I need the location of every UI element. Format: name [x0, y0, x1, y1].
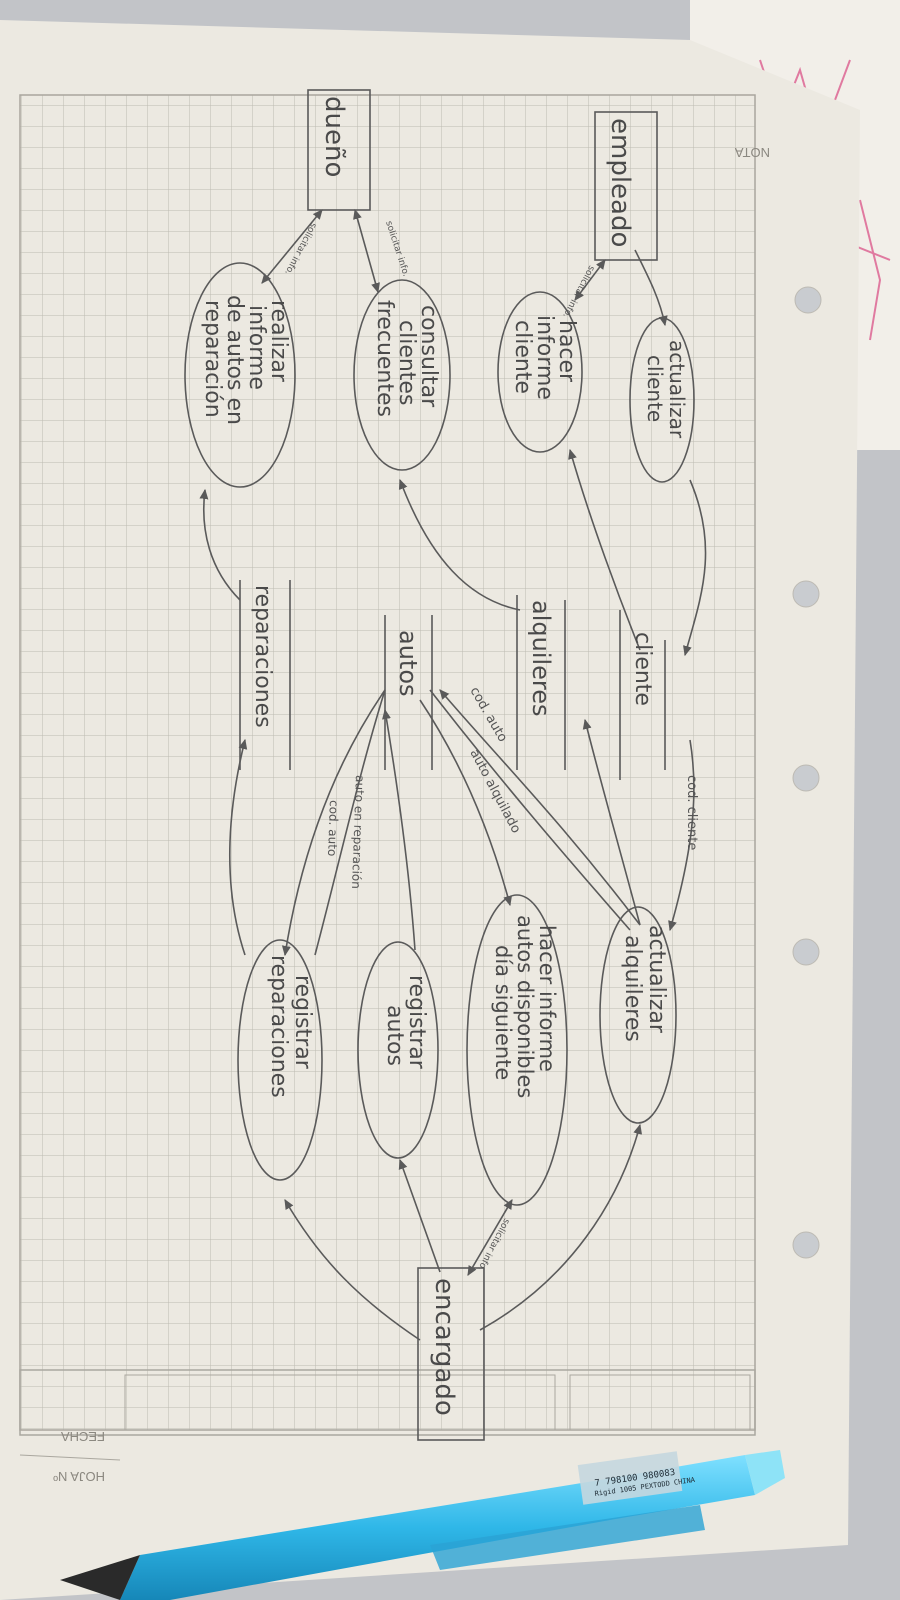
entity-encargado-label: encargado: [429, 1278, 459, 1416]
process-registrar-rep-line2: reparaciones: [266, 955, 291, 1098]
process-actualizar-cliente: [629, 317, 695, 483]
flow-label-cod-auto-2: cod. auto: [325, 800, 341, 857]
flow-label-auto-en-reparacion: auto en reparación: [349, 775, 367, 889]
flow-cod-auto: [439, 689, 641, 926]
process-informe-autos-line2: autos disponibles: [513, 915, 537, 1098]
store-alquileres-label: alquileres: [527, 600, 555, 717]
punch-holes: [792, 286, 822, 1259]
process-hacer-informe-line2: informe: [532, 315, 557, 400]
process-act-alquileres-line2: alquileres: [620, 935, 645, 1042]
store-autos: [384, 615, 433, 770]
process-registrar-rep-line1: registrar: [290, 975, 315, 1070]
entity-dueno-label: dueño: [319, 96, 349, 177]
flow-cod-auto-2: [281, 689, 386, 957]
sheet-hoja-label: HOJA Nº: [53, 1469, 105, 1484]
process-hacer-informe-line3: cliente: [510, 320, 535, 394]
flow-dueno-realizar: [261, 209, 323, 284]
process-realizar-informe: [184, 262, 296, 488]
entity-empleado-label: empleado: [605, 118, 635, 247]
store-reparaciones: [239, 580, 291, 770]
flow-auto-en-reparacion: [314, 689, 386, 956]
process-hacer-informe-cliente: [497, 291, 583, 453]
flow-actualizar-cliente-store: [683, 479, 707, 657]
flow-encargado-registrar-rep: [284, 1199, 421, 1341]
store-autos-label: autos: [394, 630, 422, 697]
blue-pen: 7 798100 980083 Rigid 1005 PEXTODD CHINA: [60, 1450, 785, 1600]
flow-reparaciones-realizar: [199, 488, 241, 601]
sheet-fecha-label: FECHA: [61, 1429, 105, 1444]
process-informe-autos-line1: hacer informe: [535, 925, 559, 1072]
store-reparaciones-label: reparaciones: [250, 585, 275, 728]
data-flow-diagram: [184, 89, 707, 1441]
process-consultar-line1: consultar: [416, 305, 441, 408]
process-hacer-informe-line1: hacer: [554, 320, 579, 383]
flow-label-cod-cliente: cod. cliente: [684, 775, 699, 850]
store-cliente: [619, 610, 666, 780]
sheet-nota-label: NOTA: [735, 145, 770, 160]
paper-sheet: [0, 20, 860, 1600]
entity-dueno: [307, 89, 371, 211]
store-cliente-label: cliente: [630, 632, 655, 706]
process-registrar-autos: [357, 941, 439, 1159]
entity-empleado: [594, 111, 658, 261]
store-alquileres: [516, 595, 566, 770]
process-hacer-informe-autos: [466, 894, 568, 1206]
flow-alquileres-consultar: [398, 478, 521, 611]
flow-store-hacer-informe: [568, 448, 641, 651]
flow-auto-alquilado: [429, 689, 631, 931]
process-actualizar-cliente-line2: cliente: [643, 355, 667, 422]
flow-encargado-actualizar-alq: [479, 1123, 643, 1331]
process-consultar-line3: frecuentes: [372, 300, 397, 417]
process-registrar-reparaciones: [237, 939, 323, 1181]
flow-cod-cliente: [668, 739, 695, 932]
process-realizar-line4: reparación: [200, 300, 225, 418]
process-realizar-line2: informe: [244, 305, 269, 390]
process-actualizar-alquileres: [599, 906, 677, 1124]
process-actualizar-cliente-line1: actualizar: [665, 340, 689, 439]
process-act-alquileres-line1: actualizar: [644, 925, 669, 1034]
process-registrar-autos-line1: registrar: [404, 975, 429, 1070]
process-realizar-line3: de autos en: [222, 295, 247, 425]
flow-encargado-registrar-autos: [398, 1158, 441, 1273]
process-consultar-line2: clientes: [394, 320, 419, 405]
flow-encargado-hacer-informe-autos: [467, 1199, 513, 1276]
flow-empleado-hacer-informe: [574, 259, 606, 301]
process-realizar-line1: realizar: [266, 300, 291, 383]
process-consultar-clientes: [353, 279, 451, 471]
flow-registrar-autos-to-autos: [382, 708, 416, 951]
process-informe-autos-line3: día siguiente: [491, 945, 515, 1080]
process-registrar-autos-line2: autos: [382, 1005, 407, 1066]
entity-encargado: [417, 1267, 485, 1441]
flow-dueno-consultar: [353, 208, 380, 294]
flow-autos-hacer-informe-autos: [419, 699, 513, 907]
flow-act-alquileres-to-cliente-store: [582, 718, 641, 926]
